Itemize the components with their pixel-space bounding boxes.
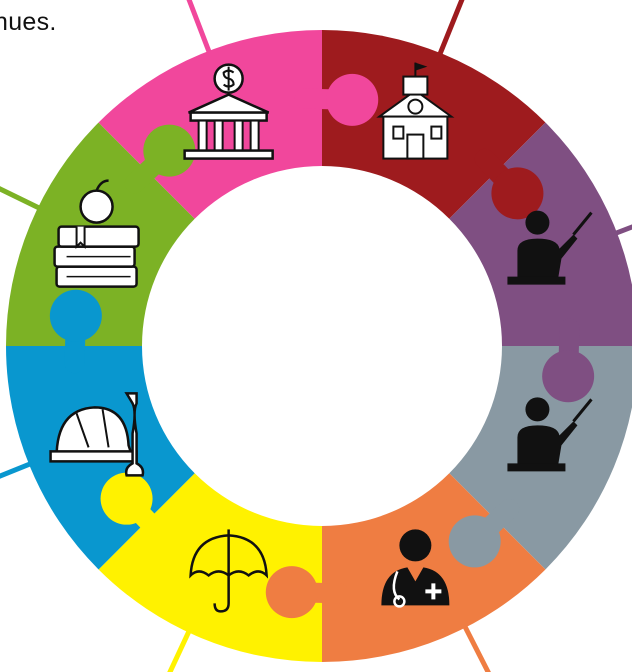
puzzle-tab [49,289,102,342]
hardhat-wrench-icon [49,392,145,477]
puzzle-tab [265,566,318,619]
puzzle-tab [448,515,501,568]
segment-icons [49,62,593,613]
schoolhouse-icon [376,62,455,160]
teacher-at-board-icon [507,210,593,285]
puzzle-tabs [49,73,595,619]
puzzle-tab [491,167,544,220]
puzzle-tab [542,350,595,403]
doctor-icon [381,529,450,608]
umbrella-icon [189,529,269,613]
teacher-pointing-icon [507,397,593,472]
puzzle-tab [143,124,196,177]
caption-text: nues. [0,8,57,36]
puzzle-tab [326,73,379,126]
books-apple-icon [53,179,140,288]
bank-icon [183,63,274,160]
puzzle-tab [100,472,153,525]
puzzle-segments [6,30,632,662]
